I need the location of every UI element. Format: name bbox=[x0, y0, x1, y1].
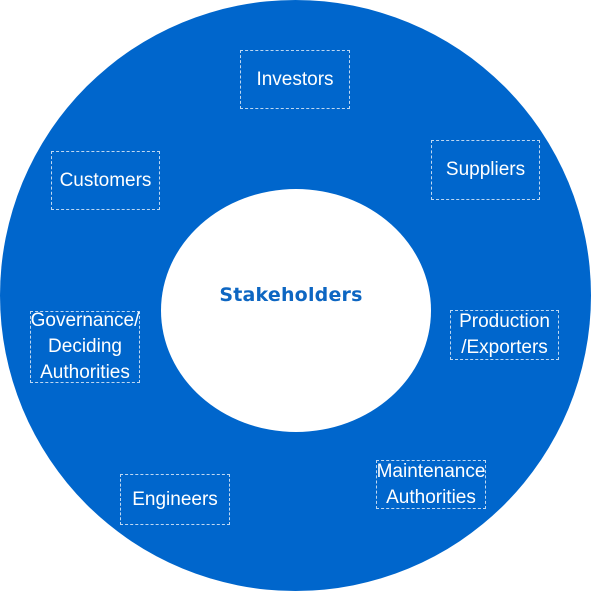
inner-circle bbox=[161, 189, 431, 432]
node-maintenance-authorities-label: Maintenance Authorities bbox=[376, 460, 486, 508]
node-production-exporters-label: Production /Exporters bbox=[459, 311, 550, 358]
node-engineers: Engineers bbox=[120, 474, 230, 525]
node-investors: Investors bbox=[240, 50, 350, 109]
node-investors-label: Investors bbox=[256, 68, 334, 90]
node-governance-authorities: Governance/ Deciding Authorities bbox=[30, 310, 140, 383]
center-label: Stakeholders bbox=[219, 284, 363, 306]
node-customers: Customers bbox=[51, 151, 160, 210]
node-engineers-label: Engineers bbox=[132, 488, 218, 510]
node-suppliers-label: Suppliers bbox=[445, 159, 526, 180]
node-suppliers: Suppliers bbox=[431, 140, 540, 200]
node-production-exporters: Production /Exporters bbox=[450, 310, 559, 360]
node-governance-authorities-label: Governance/ Deciding Authorities bbox=[30, 310, 140, 383]
node-maintenance-authorities: Maintenance Authorities bbox=[376, 460, 486, 509]
node-customers-label: Customers bbox=[59, 169, 152, 191]
